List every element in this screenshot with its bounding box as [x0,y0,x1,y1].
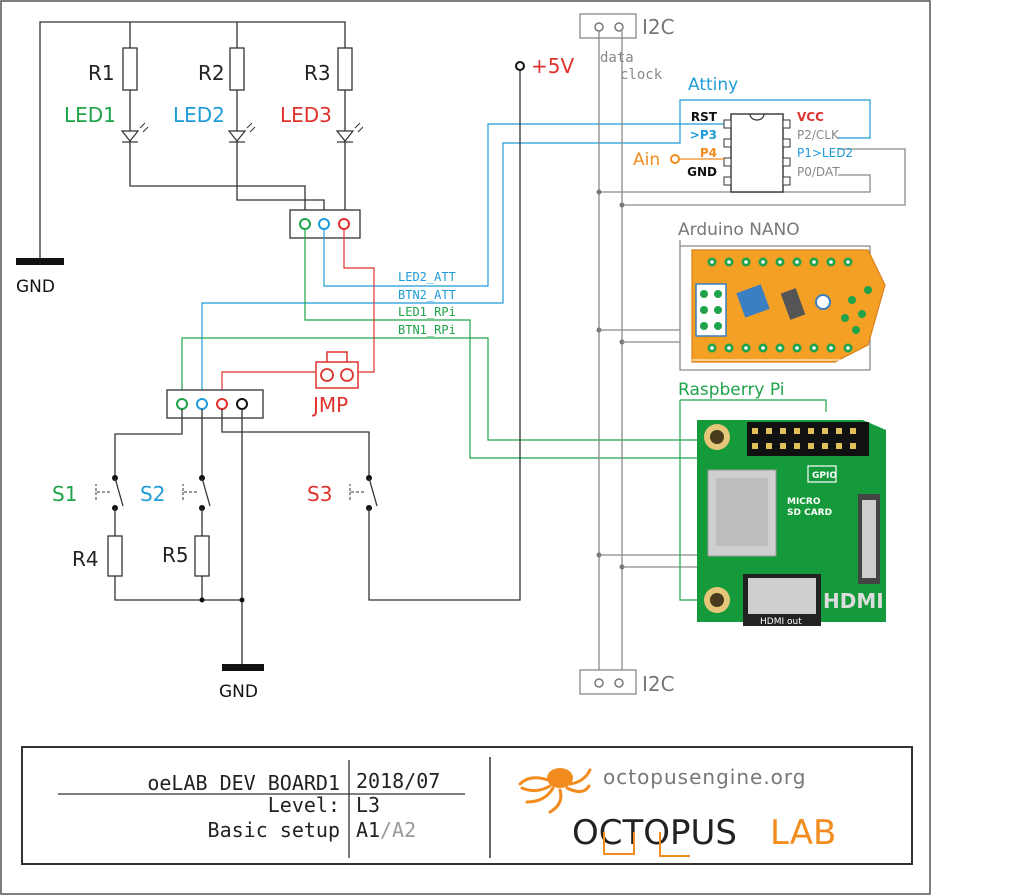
attiny-pin-vcc: VCC [797,110,824,124]
sd-label-2: SD CARD [787,508,832,518]
website-label: octopusengine.org [603,765,806,789]
resistor-r3 [337,47,353,91]
setup-a2: /A2 [380,818,416,842]
i2c-data-label: data [600,50,634,66]
gnd-symbol-bottom [222,664,264,671]
power-label: +5V [531,54,574,78]
led-label-1: LED1 [64,103,116,127]
hdmi-big-label: HDMI [823,589,884,613]
setup-label: Basic setup [208,818,340,842]
net-label-led2-att: LED2_ATT [398,270,456,284]
arduino-header-pins [706,256,866,353]
switch-section: S1 S2 S3 R4 R5 GND [52,70,521,702]
i2c-connector-bottom [579,669,637,695]
resistor-label-r5: R5 [162,543,189,567]
gpio-header [747,422,869,456]
jumper-label: JMP [311,393,348,417]
attiny-pin-p4: P4 [700,146,717,160]
led-section: GND R1 R2 R3 LED1 LED2 LED3 [16,21,364,297]
net-label-led1-rpi: LED1_RPi [398,305,456,319]
raspberry-title: Raspberry Pi [678,380,785,400]
net-wires [181,99,906,459]
net-label-btn1-rpi: BTN1_RPi [398,323,456,337]
resistor-r1 [122,47,138,91]
attiny-pin-p2: P2/CLK [797,128,840,142]
title-block: oeLAB DEV BOARD1 2018/07 Level: L3 Basic… [21,746,913,865]
switch-label-s3: S3 [307,482,332,506]
i2c-connector-top [579,13,637,39]
hdmi-out-label: HDMI out [760,617,802,627]
led-label-3: LED3 [280,103,332,127]
setup-a1: A1 [356,818,380,842]
attiny-pin-p0: P0/DAT [797,165,840,179]
led-label-2: LED2 [173,103,225,127]
attiny-chip: Attiny RST >P3 P4 GND VCC P2/CLK P1>LED2… [633,75,853,193]
board-date: 2018/07 [356,769,440,793]
attiny-pin-p3: >P3 [690,128,717,142]
sd-label-1: MICRO [787,497,821,507]
switch-label-s2: S2 [140,482,165,506]
i2c-label-top: I2C [642,15,675,39]
resistor-label-r1: R1 [88,61,115,85]
level-value: L3 [356,793,380,817]
led-symbol-2 [227,122,256,143]
arduino-nano: Arduino NANO [678,220,886,371]
gnd-label-bottom: GND [219,682,258,702]
logo-word-octopus: OCTOPUS [572,813,737,853]
gnd-label-top: GND [16,277,55,297]
attiny-ain-label: Ain [633,150,660,170]
power-terminal [515,61,525,71]
i2c-clock-label: clock [620,67,663,83]
resistor-label-r2: R2 [198,61,225,85]
resistor-r4 [107,535,123,577]
net-label-btn2-att: BTN2_ATT [398,288,456,302]
attiny-pin-rst: RST [691,110,718,124]
gnd-symbol-top [16,258,64,265]
resistor-r5 [194,535,210,577]
arduino-title: Arduino NANO [678,220,800,240]
jumper: JMP [311,351,359,417]
attiny-pin-gnd: GND [687,165,717,179]
led-symbol-3 [335,122,364,143]
i2c-label-bottom: I2C [642,672,675,696]
gpio-label: GPIO [812,471,837,481]
resistor-label-r3: R3 [304,61,331,85]
attiny-title: Attiny [688,75,738,95]
logo-word-lab: LAB [770,813,836,853]
resistor-label-r4: R4 [72,547,99,571]
board-name: oeLAB DEV BOARD1 [147,771,340,795]
attiny-pin-p1: P1>LED2 [797,146,853,160]
level-label: Level: [268,793,340,817]
switch-label-s1: S1 [52,482,77,506]
resistor-r2 [229,47,245,91]
raspberry-pi: Raspberry Pi GPIO MICRO SD CARD HDMI out… [678,380,889,627]
octopus-icon [518,768,592,814]
drawing-frame [0,0,931,895]
led-symbol-1 [120,122,149,143]
i2c-bus: I2C data clock I2C [579,13,700,696]
